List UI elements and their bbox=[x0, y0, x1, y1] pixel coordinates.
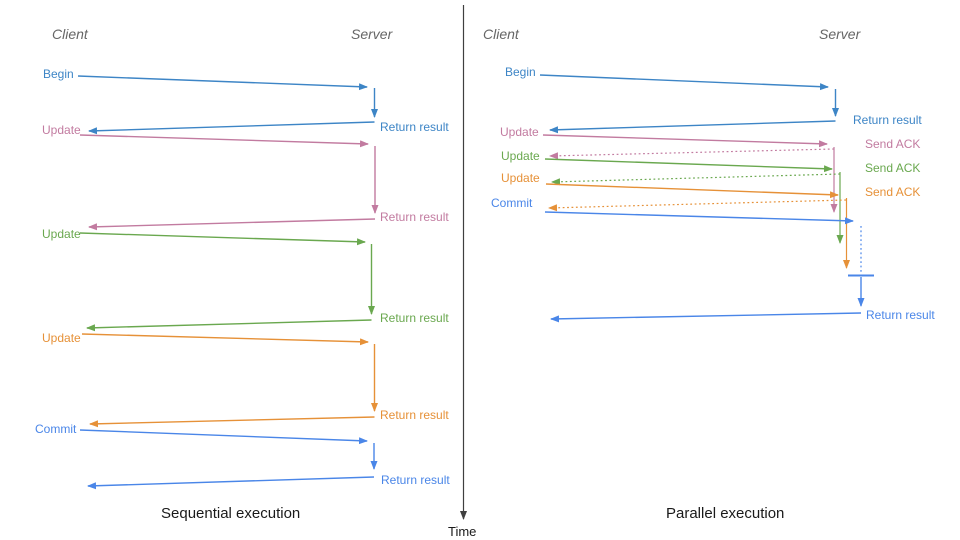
seq-server-header: Server bbox=[351, 26, 393, 42]
seq-update2-return-arrow bbox=[86, 319, 372, 332]
par-commit-return-arrow bbox=[550, 312, 862, 323]
par-commit-label: Commit bbox=[491, 196, 533, 210]
time-axis-label: Time bbox=[448, 524, 477, 539]
seq-update3-return-arrow bbox=[89, 416, 375, 428]
seq-update1-return-arrow bbox=[88, 218, 376, 231]
par-update3-ack-label: Send ACK bbox=[865, 185, 921, 199]
seq-update2-request-arrow bbox=[79, 232, 366, 246]
par-update3-ack-arrow bbox=[548, 199, 847, 212]
seq-commit-return-label: Return result bbox=[381, 473, 450, 487]
par-update2-label: Update bbox=[501, 149, 540, 163]
seq-begin-return-label: Return result bbox=[380, 120, 449, 134]
seq-begin-request-arrow bbox=[77, 75, 368, 91]
par-update2-ack-arrow bbox=[551, 173, 841, 186]
seq-update3-flow bbox=[81, 333, 378, 428]
par-commit-request-arrow bbox=[544, 211, 854, 225]
par-title: Parallel execution bbox=[666, 505, 785, 522]
seq-update3-label: Update bbox=[42, 331, 81, 345]
par-update1-label: Update bbox=[500, 125, 539, 139]
par-commit-flow bbox=[544, 211, 874, 323]
par-update2-flow bbox=[544, 158, 844, 244]
par-server-header: Server bbox=[819, 26, 861, 42]
seq-update1-flow bbox=[79, 134, 379, 231]
seq-update1-label: Update bbox=[42, 123, 81, 137]
seq-update2-return-label: Return result bbox=[380, 311, 449, 325]
seq-update1-return-label: Return result bbox=[380, 210, 449, 224]
par-begin-return-label: Return result bbox=[853, 113, 922, 127]
par-client-header: Client bbox=[483, 26, 519, 42]
seq-update2-flow bbox=[79, 232, 375, 332]
par-begin-flow bbox=[539, 74, 839, 134]
par-update1-ack-label: Send ACK bbox=[865, 137, 921, 151]
seq-commit-flow bbox=[79, 429, 378, 490]
seq-update3-request-arrow bbox=[81, 333, 369, 346]
seq-client-header: Client bbox=[52, 26, 88, 42]
par-begin-return-arrow bbox=[549, 120, 836, 134]
par-update1-ack-arrow bbox=[549, 148, 835, 160]
seq-update2-label: Update bbox=[42, 227, 81, 241]
par-update2-request-arrow bbox=[544, 158, 833, 173]
par-update3-flow bbox=[545, 183, 850, 269]
seq-begin-label: Begin bbox=[43, 67, 74, 81]
par-commit-return-label: Return result bbox=[866, 308, 935, 322]
par-begin-request-arrow bbox=[539, 74, 829, 91]
par-update3-label: Update bbox=[501, 171, 540, 185]
par-update3-request-arrow bbox=[545, 183, 839, 199]
par-update2-ack-label: Send ACK bbox=[865, 161, 921, 175]
seq-begin-return-arrow bbox=[88, 121, 375, 135]
par-begin-label: Begin bbox=[505, 65, 536, 79]
par-update1-request-arrow bbox=[542, 134, 828, 148]
seq-update1-request-arrow bbox=[79, 134, 369, 148]
seq-commit-request-arrow bbox=[79, 429, 368, 445]
seq-commit-label: Commit bbox=[35, 422, 77, 436]
seq-commit-return-arrow bbox=[87, 476, 375, 490]
seq-update3-return-label: Return result bbox=[380, 408, 449, 422]
seq-title: Sequential execution bbox=[161, 505, 301, 522]
seq-begin-flow bbox=[77, 75, 378, 135]
par-update1-flow bbox=[542, 134, 838, 213]
